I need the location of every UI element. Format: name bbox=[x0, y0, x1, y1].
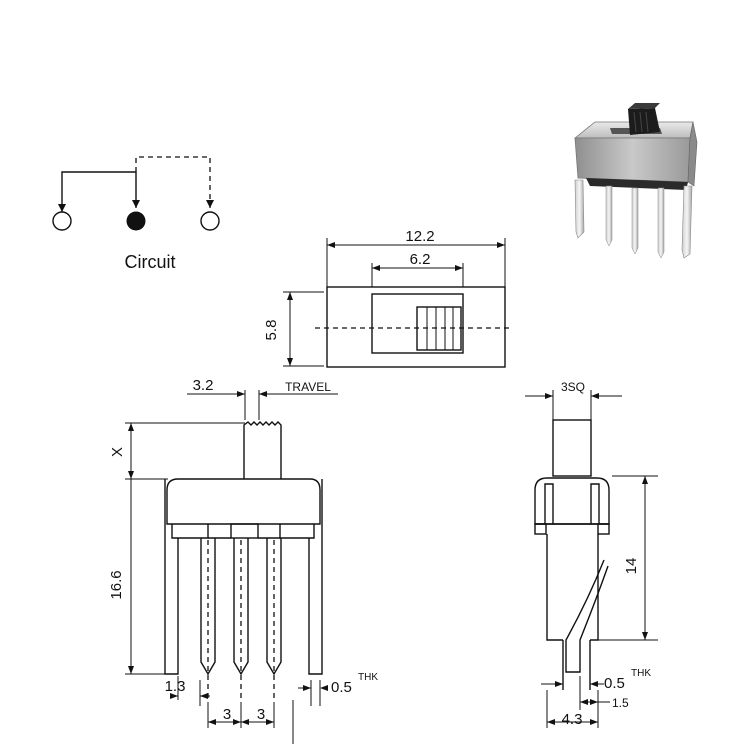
dim-pin-pitch-1: 3 bbox=[223, 706, 231, 723]
dim-actuator-height: X bbox=[109, 447, 126, 457]
side-dim-thickness: 0.5 bbox=[604, 675, 625, 692]
top-view: 12.2 6.2 5.8 bbox=[263, 228, 512, 368]
side-view: 3SQ 14 0.5 THK bbox=[525, 380, 658, 728]
terminal-left bbox=[52, 211, 72, 231]
dim-thickness-sup: THK bbox=[358, 672, 378, 683]
front-actuator bbox=[243, 421, 282, 479]
front-housing bbox=[166, 478, 321, 525]
side-actuator bbox=[552, 419, 592, 477]
circuit-line-dashed bbox=[135, 156, 211, 208]
dim-width-inner: 6.2 bbox=[410, 251, 431, 268]
terminal-right bbox=[200, 211, 220, 231]
front-pin-1 bbox=[200, 538, 216, 676]
dim-pin-offset: 1.3 bbox=[165, 678, 186, 695]
circuit-caption: Circuit bbox=[124, 252, 175, 272]
circuit-symbol: Circuit bbox=[52, 156, 220, 272]
top-view-body bbox=[326, 286, 506, 368]
dim-width: 4.3 bbox=[562, 711, 583, 728]
dim-offset: 1.5 bbox=[612, 696, 629, 710]
circuit-line-left bbox=[61, 171, 137, 212]
dim-width-overall: 12.2 bbox=[405, 228, 434, 245]
dim-body-height: 16.6 bbox=[108, 570, 125, 599]
top-view-slot bbox=[371, 293, 464, 354]
dim-thickness: 0.5 bbox=[331, 679, 352, 696]
terminal-common bbox=[126, 211, 146, 231]
dim-pin-pitch-2: 3 bbox=[257, 706, 265, 723]
front-view: 3.2 TRAVEL X bbox=[108, 377, 378, 744]
dim-actuator-size: 3SQ bbox=[561, 380, 585, 394]
front-pin-2 bbox=[233, 538, 249, 676]
side-leg bbox=[565, 559, 609, 673]
dim-pin-length: 14 bbox=[623, 558, 640, 575]
side-dim-thickness-sup: THK bbox=[631, 668, 651, 679]
dim-height: 5.8 bbox=[263, 320, 280, 341]
travel-label: TRAVEL bbox=[285, 380, 331, 394]
dim-travel: 3.2 bbox=[193, 377, 214, 394]
side-housing bbox=[534, 477, 610, 525]
front-pin-3 bbox=[266, 538, 282, 676]
product-illustration bbox=[573, 103, 698, 259]
